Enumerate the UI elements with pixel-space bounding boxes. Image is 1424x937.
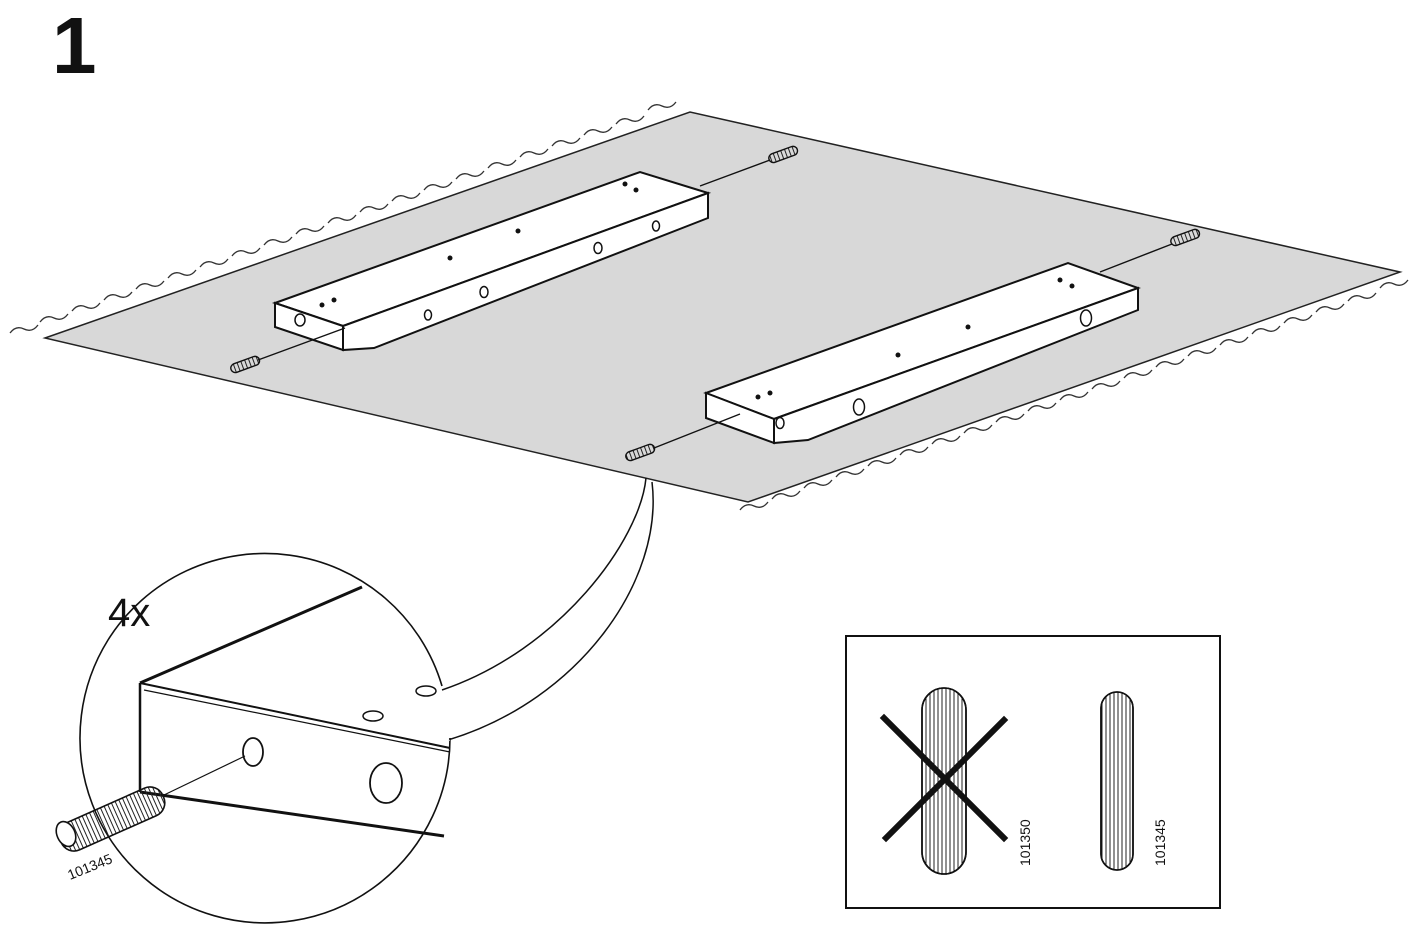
correct-dowel bbox=[1100, 691, 1134, 871]
dowel-4 bbox=[1170, 228, 1201, 247]
detail-hole-top-2 bbox=[415, 685, 437, 697]
board-right-side bbox=[773, 286, 1139, 445]
cross-mark-icon bbox=[879, 713, 1009, 843]
dowel-3 bbox=[625, 443, 656, 462]
quantity-label: 4x bbox=[108, 591, 151, 635]
board-left-side bbox=[342, 191, 709, 352]
correct-part-number: 101345 bbox=[1152, 819, 1168, 866]
detail-board-top bbox=[140, 588, 450, 741]
detail-hole-top-1 bbox=[362, 710, 384, 722]
insert-guide-2 bbox=[699, 159, 771, 187]
board-right bbox=[703, 261, 1141, 445]
board-left bbox=[271, 170, 712, 352]
comparison-frame bbox=[845, 635, 1221, 909]
dowel-2 bbox=[768, 145, 799, 164]
detail-dowel-icon bbox=[55, 786, 166, 852]
dowel-1 bbox=[230, 355, 261, 374]
detail-hole-large bbox=[369, 762, 403, 804]
step-number: 1 bbox=[52, 1, 97, 90]
mat-surface bbox=[42, 111, 1403, 503]
detail-circle-outline bbox=[79, 552, 451, 924]
detail-hole-front bbox=[242, 737, 264, 767]
mat-fringe-bottom bbox=[739, 279, 1409, 511]
floor-mat bbox=[9, 101, 1409, 511]
detail-part-number: 101345 bbox=[65, 850, 115, 882]
insert-guide-1 bbox=[257, 327, 346, 361]
dowels-main bbox=[230, 145, 1201, 462]
wrong-part-number: 101350 bbox=[1017, 819, 1033, 866]
mat-fringe-top bbox=[9, 101, 677, 334]
zoom-leader bbox=[441, 477, 654, 741]
detail-insert-guide bbox=[163, 755, 246, 796]
insert-guide-4 bbox=[1099, 243, 1173, 273]
dowel-comparison-box: 101350 101345 bbox=[845, 635, 1221, 909]
insert-guide-3 bbox=[653, 413, 741, 449]
